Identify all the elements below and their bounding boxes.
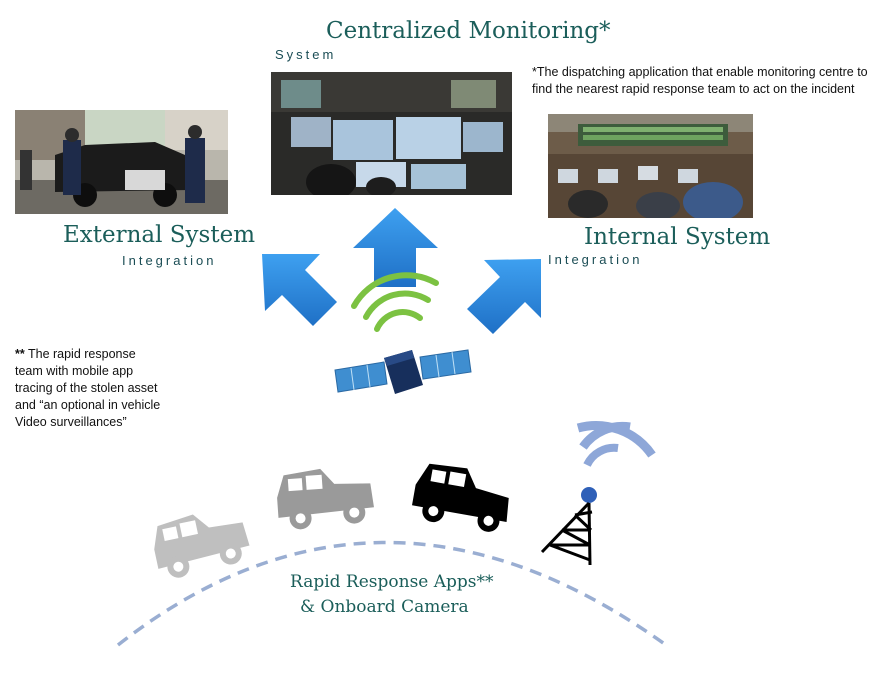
dispatching-note: *The dispatching application that enable…	[532, 65, 868, 96]
photo-control-room	[271, 72, 512, 195]
radio-tower-icon	[540, 487, 597, 566]
internal-system-subtitle: Integration	[548, 252, 643, 267]
centralized-monitoring-title: Centralized Monitoring*	[326, 18, 611, 44]
rapid-response-apps-label: Rapid Response Apps**	[290, 572, 494, 592]
external-system-title: External System	[63, 222, 256, 248]
internal-system-title: Internal System	[584, 224, 771, 250]
photo-call-centre	[548, 114, 753, 218]
car-icon-mid	[277, 468, 374, 530]
photo-police-officers	[15, 110, 228, 214]
arrow-up-right-icon	[467, 259, 541, 334]
ground-arc	[116, 540, 668, 647]
car-icon-faded	[154, 514, 250, 578]
arrow-up-left-icon	[262, 254, 337, 326]
external-system-subtitle: Integration	[122, 253, 217, 268]
rapid-note-marker: **	[15, 347, 25, 361]
onboard-camera-label: & Onboard Camera	[300, 597, 469, 617]
rapid-response-note: ** The rapid response team with mobile a…	[15, 346, 165, 431]
signal-waves-icon	[351, 272, 439, 332]
satellite-icon	[334, 349, 472, 394]
centralized-monitoring-subtitle: System	[275, 47, 337, 62]
tower-waves-icon	[576, 421, 656, 467]
car-icon-active	[412, 463, 509, 532]
arrow-up-icon	[353, 208, 438, 287]
rapid-note-text: The rapid response team with mobile app …	[15, 347, 161, 429]
